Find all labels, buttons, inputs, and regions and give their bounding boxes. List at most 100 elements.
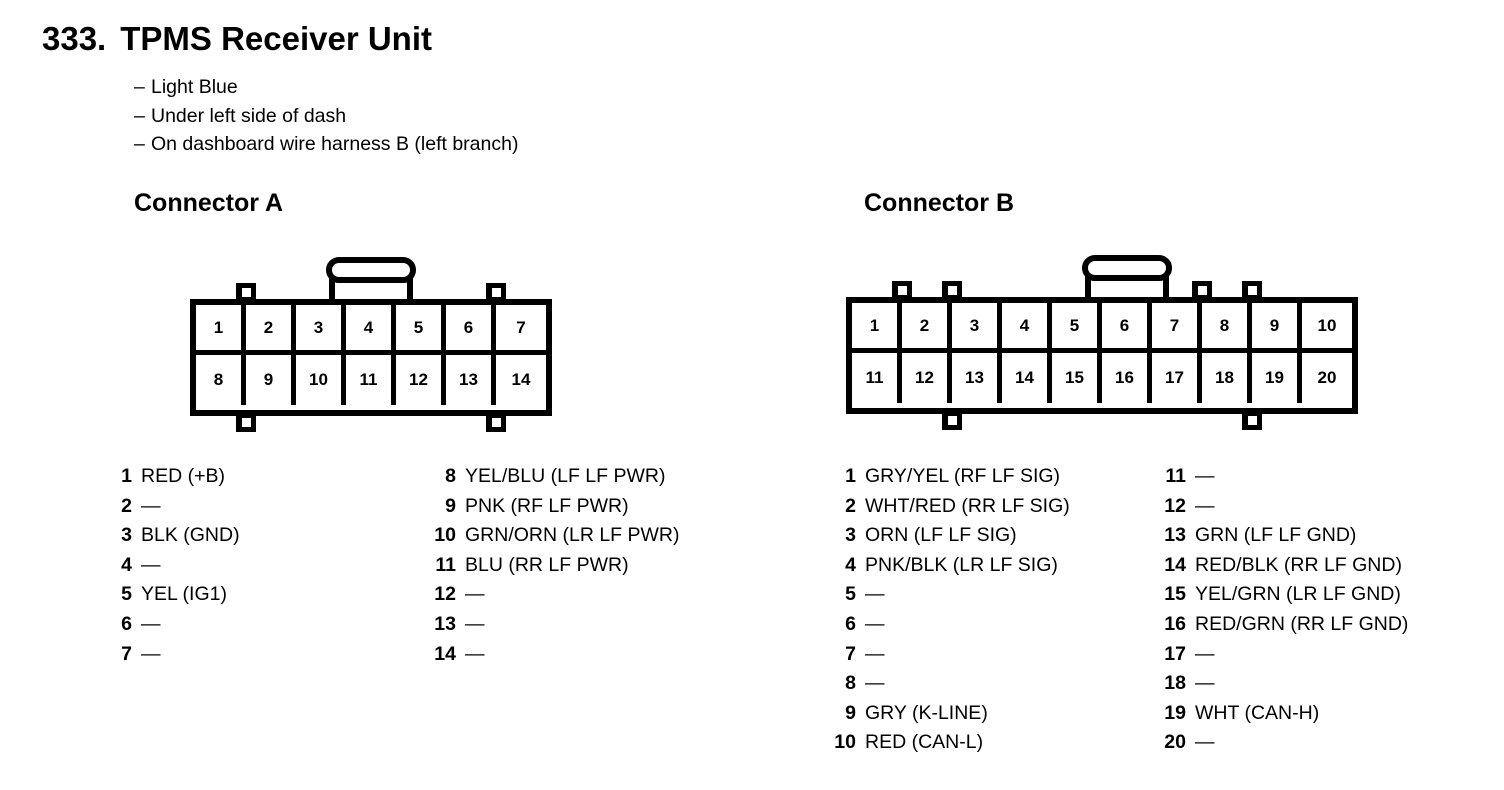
connector-tab-icon (1242, 410, 1262, 430)
latch-icon (326, 257, 416, 283)
list-item: 6— (108, 610, 240, 640)
latch-leg (329, 277, 335, 301)
pin-number: 13 (1164, 524, 1186, 547)
pin-description: — (1195, 465, 1215, 487)
pin-number: 12 (434, 583, 456, 606)
pin-number: 5 (121, 583, 132, 606)
pin-cell: 11 (346, 355, 396, 405)
pin-number: 6 (845, 612, 856, 635)
list-item: 8— (832, 669, 1070, 699)
pin-number: 11 (435, 553, 456, 576)
pin-description: — (1195, 494, 1215, 517)
pin-number: 2 (845, 494, 856, 517)
pin-number: 9 (445, 494, 456, 517)
pin-description: — (141, 494, 161, 517)
list-item: –Light Blue (134, 73, 518, 102)
pin-cell: 1 (852, 303, 902, 353)
pin-description: — (465, 612, 485, 635)
pin-cell: 6 (1102, 303, 1152, 353)
list-item: 17 — (1162, 640, 1408, 670)
pin-description: BLU (RR LF PWR) (465, 553, 629, 576)
pin-description: — (865, 612, 885, 635)
pin-cell: 9 (1252, 303, 1302, 353)
list-item: –Under left side of dash (134, 102, 518, 131)
list-item: 11 — (1162, 462, 1408, 492)
page-title-text: TPMS Receiver Unit (120, 20, 432, 57)
pin-cell: 2 (902, 303, 952, 353)
pin-number: 11 (1165, 465, 1186, 487)
list-item: 20 — (1162, 728, 1408, 758)
pin-number: 14 (434, 642, 456, 665)
pin-number: 5 (845, 583, 856, 606)
pin-cell: 3 (296, 305, 346, 355)
pin-description: — (865, 672, 885, 695)
pin-number: 8 (845, 672, 856, 695)
pin-number: 1 (121, 465, 132, 487)
pin-cell: 13 (952, 353, 1002, 403)
pin-cell: 6 (446, 305, 496, 355)
pin-cell: 8 (196, 355, 246, 405)
pin-cell: 20 (1302, 353, 1352, 403)
connector-b-heading: Connector B (864, 189, 1014, 217)
pin-description: — (141, 612, 161, 635)
list-item: 2— (108, 492, 240, 522)
page-title: 333.TPMS Receiver Unit (42, 20, 432, 58)
pin-number: 3 (121, 524, 132, 547)
pin-number: 20 (1164, 731, 1186, 754)
bullet-dash: – (134, 133, 145, 155)
pin-cell: 15 (1052, 353, 1102, 403)
pin-description: — (1195, 731, 1215, 754)
pin-description: — (865, 642, 885, 665)
pin-description: GRY (K-LINE) (865, 701, 988, 724)
pin-number: 19 (1164, 701, 1186, 724)
pin-description: — (141, 553, 161, 576)
pin-description: — (1195, 642, 1215, 665)
pin-number: 10 (834, 731, 856, 754)
list-item: 13— (432, 610, 680, 640)
pin-number: 6 (121, 612, 132, 635)
connector-tab-icon (236, 283, 256, 303)
connector-tab-icon (1192, 281, 1212, 301)
pin-number: 7 (121, 642, 132, 665)
pin-description: — (465, 642, 485, 665)
pin-number: 16 (1164, 612, 1186, 635)
pin-number: 15 (1164, 583, 1186, 606)
pin-cell: 14 (496, 355, 546, 405)
list-item: 5— (832, 580, 1070, 610)
list-item: 14 — (432, 640, 680, 670)
connector-a-heading: Connector A (134, 189, 284, 217)
pin-cell: 18 (1202, 353, 1252, 403)
description-bullet-list: –Light Blue –Under left side of dash –On… (134, 73, 518, 159)
pin-description: PNK/BLK (LR LF SIG) (865, 553, 1058, 576)
pin-cell: 4 (1002, 303, 1052, 353)
latch-leg (1085, 275, 1091, 299)
pin-description: YEL (IG1) (141, 583, 227, 606)
pin-cell: 7 (496, 305, 546, 355)
pin-cell: 4 (346, 305, 396, 355)
latch-leg (407, 277, 413, 301)
pin-description: GRN/ORN (LR LF PWR) (465, 524, 680, 547)
list-item: 12— (1162, 492, 1408, 522)
pin-description: RED/BLK (RR LF GND) (1195, 553, 1402, 576)
latch-leg (1163, 275, 1169, 299)
pin-number: 17 (1164, 642, 1186, 665)
bullet-dash: – (134, 76, 145, 98)
pin-cell: 13 (446, 355, 496, 405)
